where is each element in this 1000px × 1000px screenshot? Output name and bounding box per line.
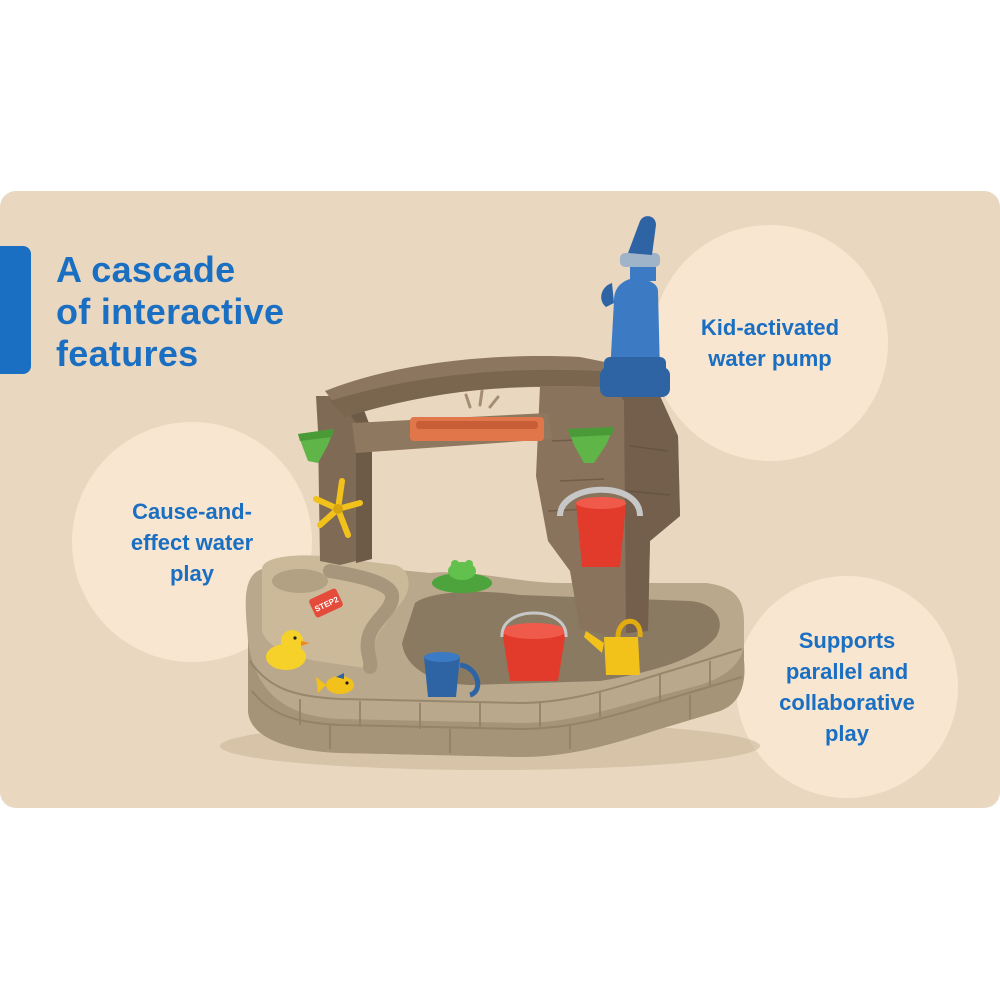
callout-cause-effect-line-2: effect water: [130, 529, 254, 555]
callout-cause-effect-line-3: play: [169, 560, 215, 586]
water-table-image: STEP2: [220, 216, 760, 770]
callout-cause-effect-line-1: Cause-and-: [132, 498, 252, 524]
headline-line-2: of interactive: [56, 291, 285, 332]
callout-parallel-play-line-2: parallel and: [785, 659, 909, 684]
callout-water-pump-line-2: water pump: [708, 346, 832, 371]
callout-cause-effect-text: Cause-and- effect water play: [107, 496, 277, 589]
accent-bar: [0, 246, 31, 374]
callout-water-pump-line-1: Kid-activated: [700, 315, 840, 340]
callout-water-pump: Kid-activated water pump: [652, 225, 888, 461]
callout-parallel-play-text: Supports parallel and collaborative play: [757, 625, 937, 749]
headline: A cascade of interactive features: [56, 249, 416, 375]
callout-parallel-play-line-3: collaborative: [779, 690, 915, 715]
headline-line-1: A cascade: [56, 249, 236, 290]
callout-parallel-play: Supports parallel and collaborative play: [736, 576, 958, 798]
headline-line-3: features: [56, 333, 199, 374]
callout-parallel-play-line-4: play: [824, 721, 870, 746]
feature-panel: A cascade of interactive features Cause-…: [0, 191, 1000, 808]
callout-water-pump-text: Kid-activated water pump: [670, 312, 870, 374]
callout-parallel-play-line-1: Supports: [798, 628, 896, 653]
